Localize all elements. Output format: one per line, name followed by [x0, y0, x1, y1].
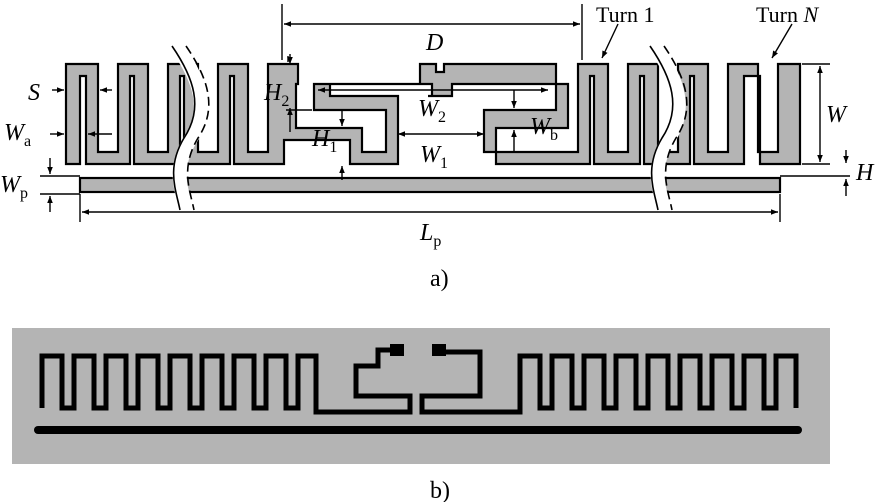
turnN-leader: [771, 23, 793, 59]
antenna-trace-dark: [39, 347, 799, 415]
feed-pad-left: [390, 344, 404, 356]
meander-outline: [64, 62, 802, 166]
label-W1: W1: [420, 142, 448, 172]
caption-b: b): [430, 478, 450, 502]
part-b-photo: b): [12, 328, 830, 502]
caption-a: a): [430, 266, 449, 292]
dimension-lines: [40, 4, 850, 222]
label-Wb: Wb: [530, 114, 558, 144]
label-H: H: [855, 160, 875, 186]
label-S: S: [28, 80, 40, 106]
label-turn1: Turn 1: [596, 2, 655, 27]
break-mark-right: [649, 44, 688, 211]
label-W: W: [826, 102, 848, 128]
meander-trace: [64, 62, 802, 166]
label-turnN: Turn N: [756, 2, 820, 27]
turn1-leader: [601, 23, 619, 59]
label-Lp: Lp: [419, 220, 441, 250]
label-H2: H2: [263, 80, 289, 110]
label-Wa: Wa: [4, 120, 31, 150]
feed-pad-right: [432, 344, 446, 356]
parasitic-bar: [78, 176, 782, 194]
break-mark-left: [171, 44, 210, 211]
part-a-schematic: D Turn 1 Turn N S Wa Wp H2 H1 W2 W1 Wb W…: [0, 2, 875, 292]
label-Wp: Wp: [0, 172, 28, 202]
part-a-labels: D Turn 1 Turn N S Wa Wp H2 H1 W2 W1 Wb W…: [0, 2, 875, 292]
label-H1: H1: [311, 126, 337, 156]
label-W2: W2: [418, 96, 446, 126]
label-D: D: [425, 30, 443, 56]
